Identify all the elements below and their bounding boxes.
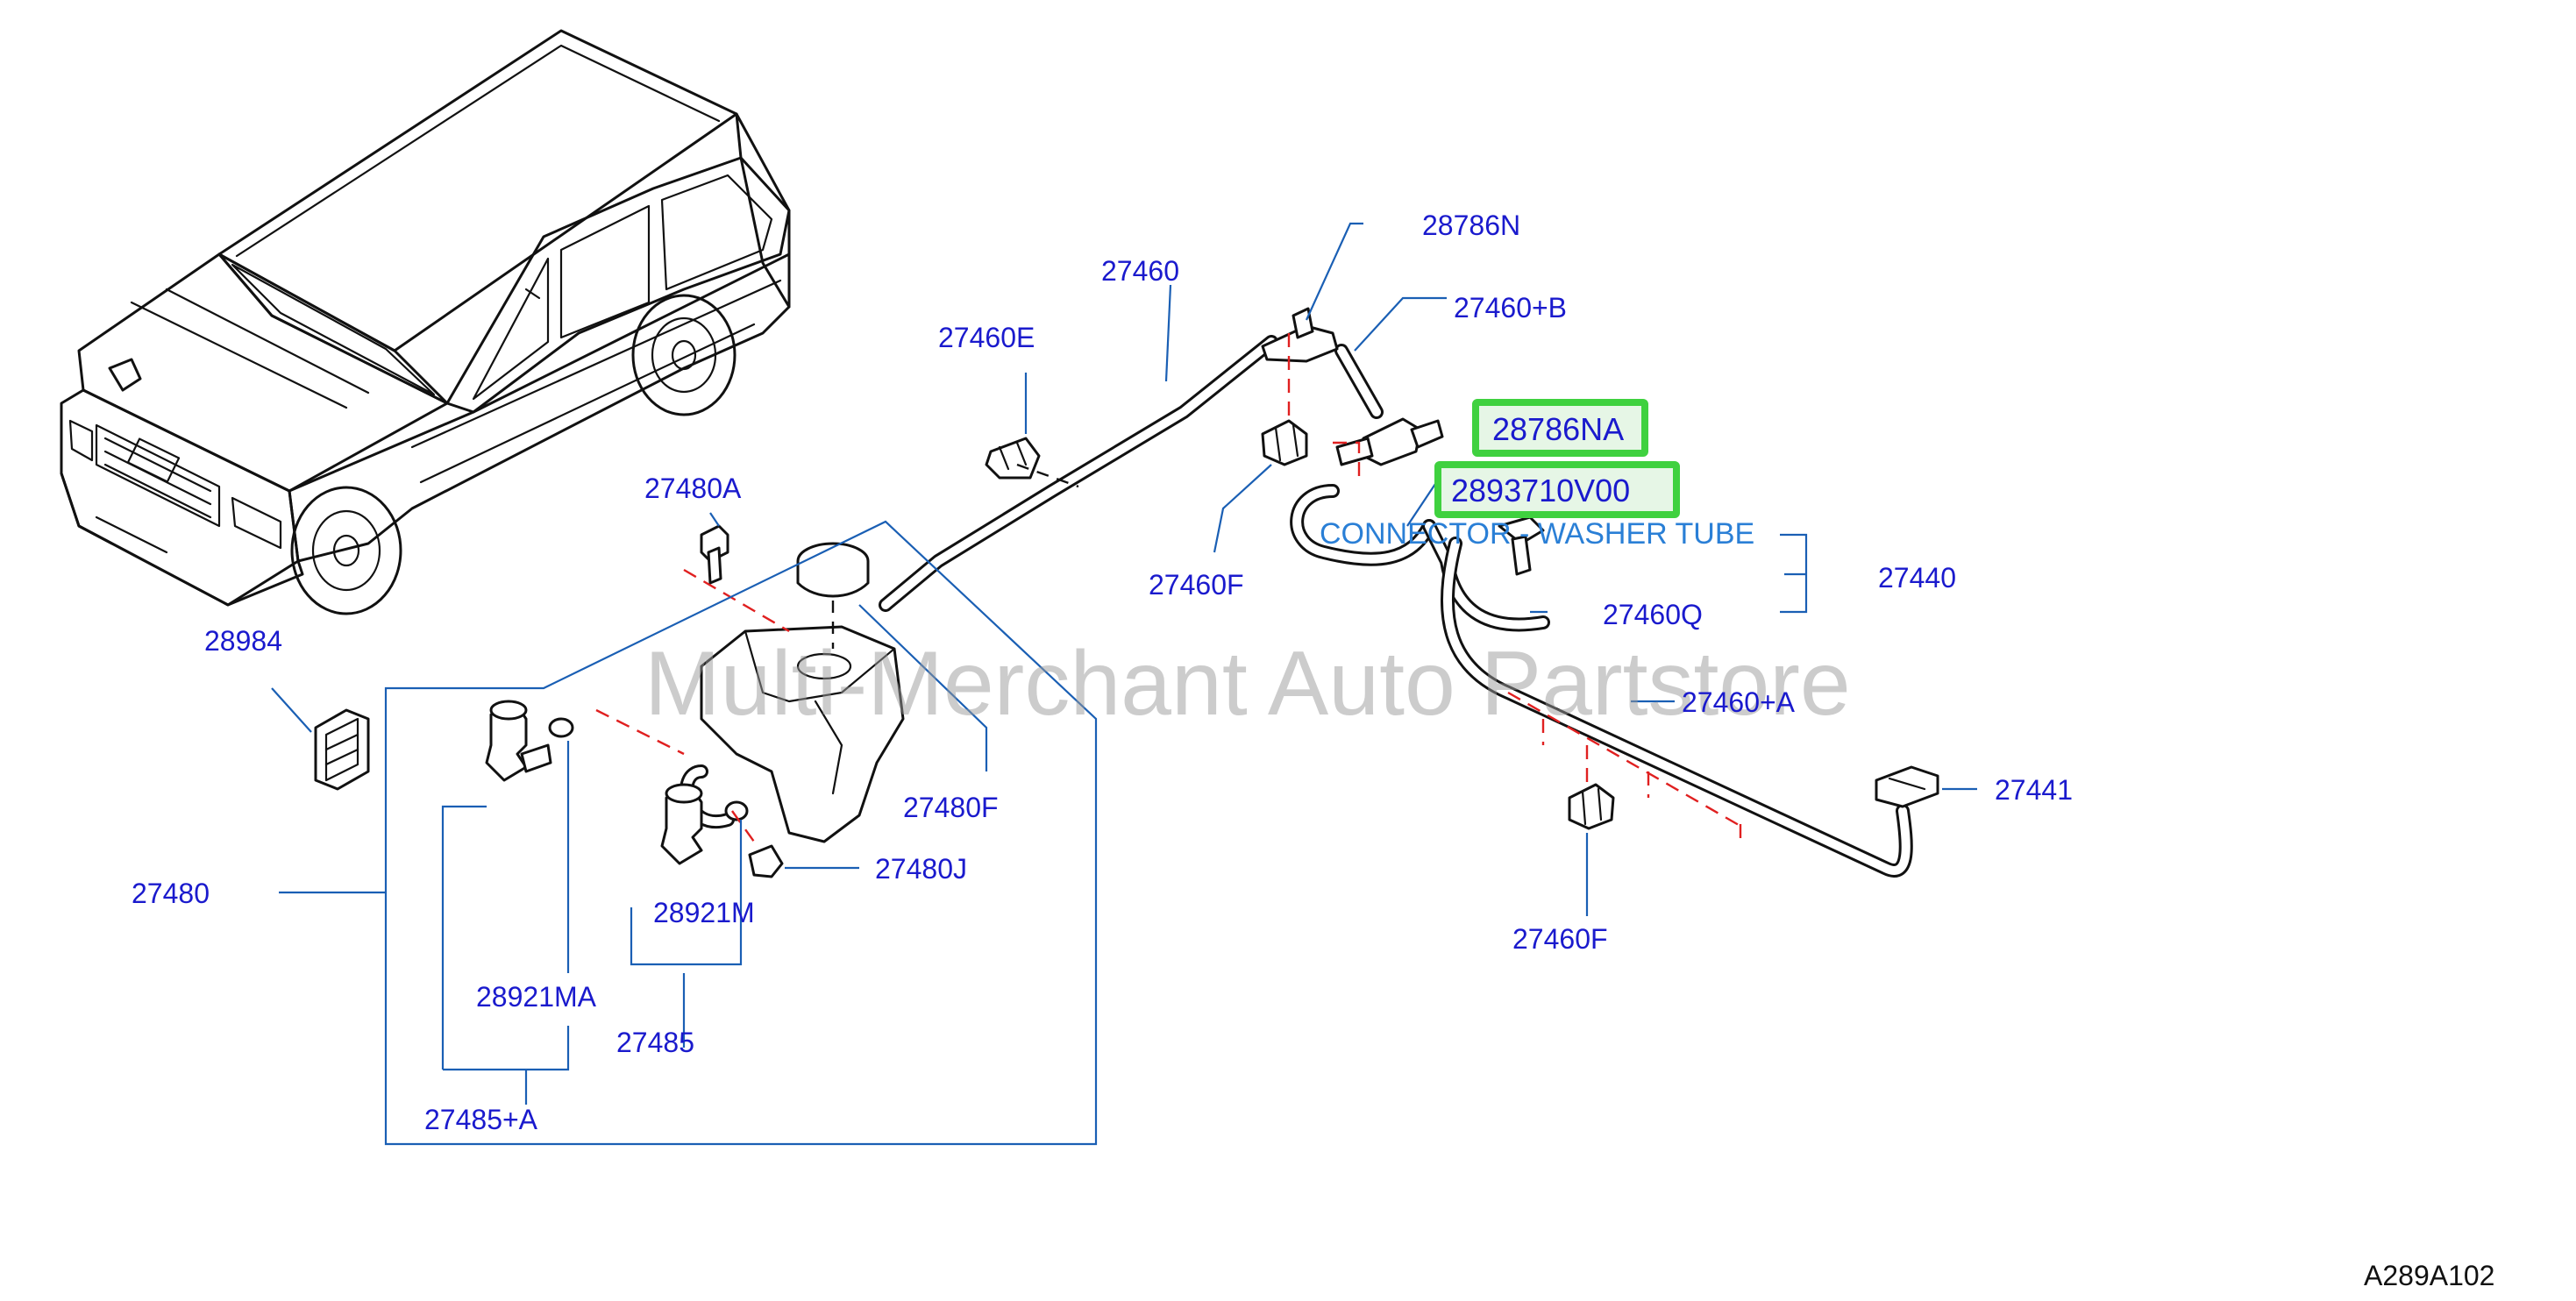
part-label-27441[interactable]: 27441 [1995, 774, 2073, 806]
part-label-27460E[interactable]: 27460E [938, 322, 1035, 353]
vehicle-illustration [60, 29, 791, 615]
assembly-lines [595, 333, 1746, 842]
part-label-27440[interactable]: 27440 [1878, 562, 1956, 594]
leader-lines [271, 222, 1977, 1146]
components [314, 307, 1939, 878]
part-label-28921MA[interactable]: 28921MA [476, 981, 597, 1013]
part-label-27460F-bottom[interactable]: 27460F [1512, 923, 1608, 955]
part-label-27480F[interactable]: 27480F [903, 792, 999, 823]
highlight-box-2893710V00 [1434, 461, 1680, 518]
part-label-27480A[interactable]: 27480A [644, 473, 742, 504]
part-label-27480[interactable]: 27480 [132, 878, 210, 909]
washer-hoses [680, 335, 1913, 878]
part-label-27460-A[interactable]: 27460+A [1682, 686, 1796, 718]
part-label-27485[interactable]: 27485 [616, 1027, 694, 1058]
part-label-28921M[interactable]: 28921M [653, 897, 755, 928]
part-labels: 28786N 27460 27460+B 27460E 28786NA 2893… [132, 210, 2494, 1291]
part-label-27460[interactable]: 27460 [1101, 255, 1179, 287]
part-label-27460F-top[interactable]: 27460F [1149, 569, 1244, 601]
part-label-27485-A[interactable]: 27485+A [424, 1104, 538, 1135]
part-label-28786N[interactable]: 28786N [1422, 210, 1520, 241]
part-description: CONNECTOR - WASHER TUBE [1320, 517, 1754, 551]
part-label-27480J[interactable]: 27480J [875, 853, 967, 885]
highlight-box-28786NA [1472, 399, 1648, 457]
part-label-28786NA[interactable]: 28786NA [1492, 411, 1624, 447]
drawing-code: A289A102 [2364, 1260, 2494, 1291]
part-label-28984[interactable]: 28984 [204, 625, 282, 657]
watermark: Multi-Merchant Auto Partstore [644, 633, 1851, 735]
part-label-2893710V00[interactable]: 2893710V00 [1451, 473, 1630, 508]
part-label-27460-B[interactable]: 27460+B [1454, 292, 1567, 323]
part-label-27460Q[interactable]: 27460Q [1603, 599, 1703, 630]
